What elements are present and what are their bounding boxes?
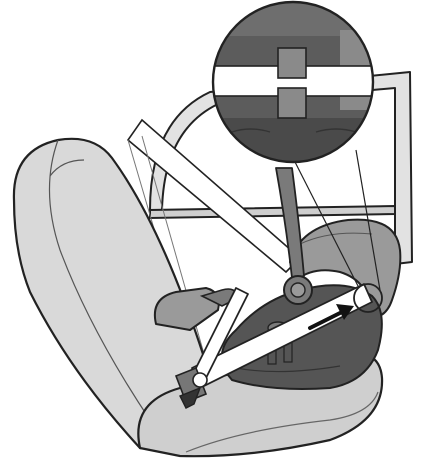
belt-guide-zoom-detail [210,0,380,178]
